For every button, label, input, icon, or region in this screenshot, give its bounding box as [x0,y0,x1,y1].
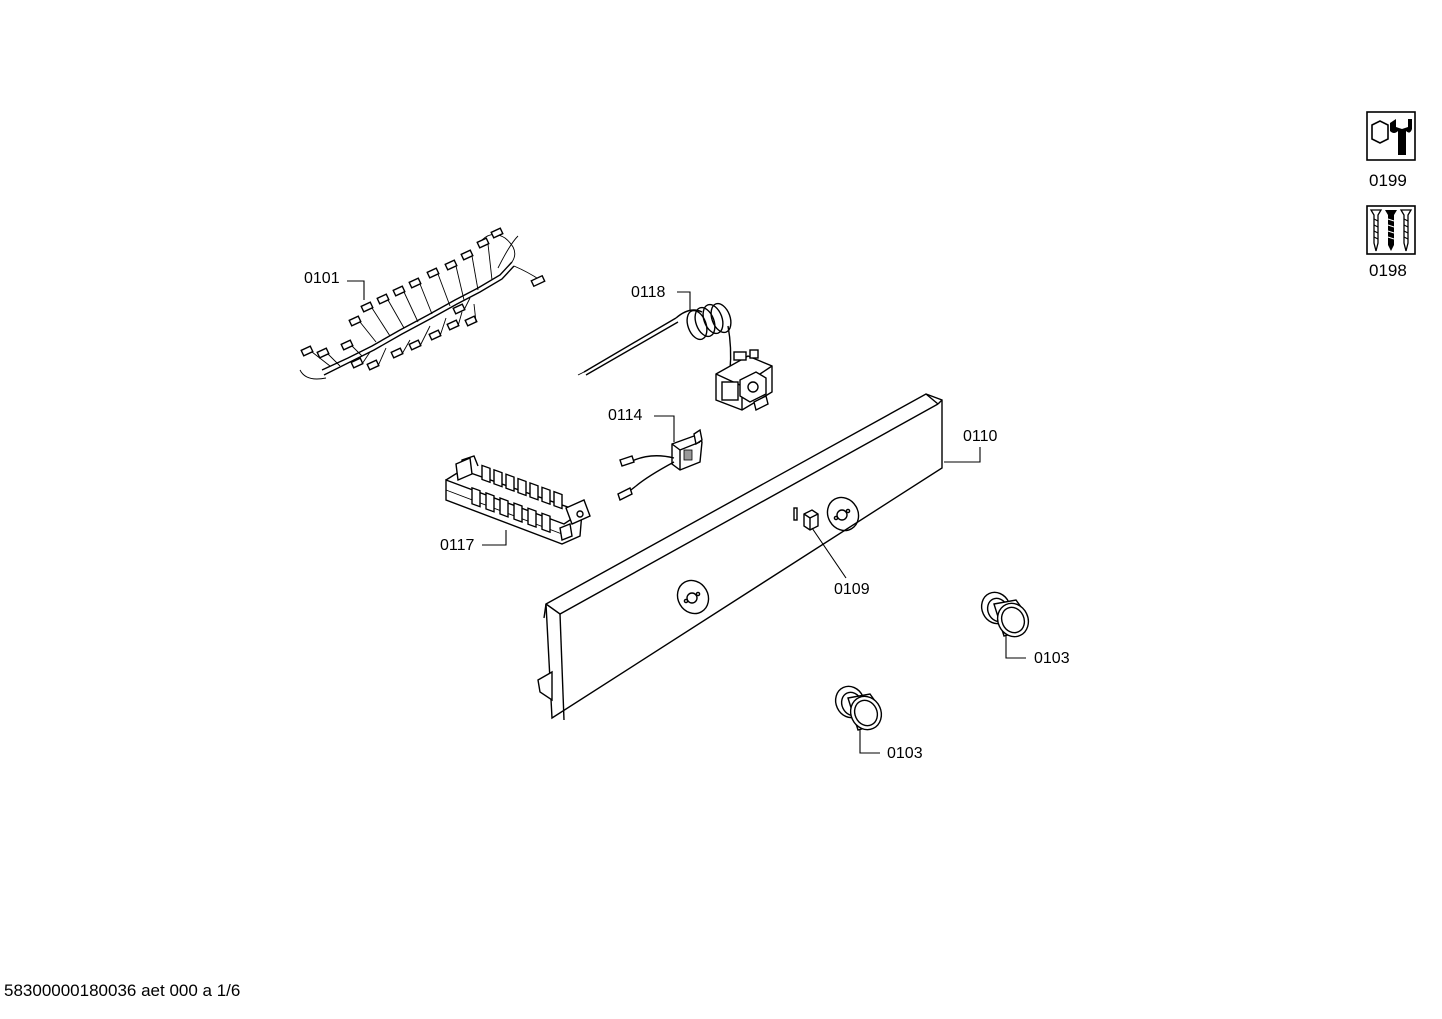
screws-label: 0198 [1369,261,1407,280]
part-label-0109: 0109 [834,581,870,598]
part-label-0114: 0114 [608,407,643,424]
knob-part[interactable] [977,588,1034,642]
wrench-nut-icon [1366,111,1416,161]
part-label-0103-right: 0103 [1034,650,1070,667]
service-tool-item[interactable] [1366,111,1416,161]
control-panel-part[interactable] [537,393,943,721]
wiring-harness-part[interactable] [299,227,546,380]
part-label-0103-bottom: 0103 [887,745,923,762]
knob-part[interactable] [831,682,887,735]
part-label-0118: 0118 [631,284,666,301]
part-label-0110: 0110 [963,428,998,445]
screws-icon [1366,205,1416,255]
screws-item[interactable] [1366,205,1416,255]
indicator-lens-part[interactable] [803,509,819,531]
part-label-0101: 0101 [304,270,340,287]
switch-part[interactable] [617,428,703,501]
drawing-reference-code: 58300000180036 aet 000 a 1/6 [4,981,241,1000]
terminal-block-part[interactable] [445,455,591,545]
service-tool-label: 0199 [1369,171,1407,190]
part-label-0117: 0117 [440,537,475,554]
thermostat-part[interactable] [577,301,773,412]
